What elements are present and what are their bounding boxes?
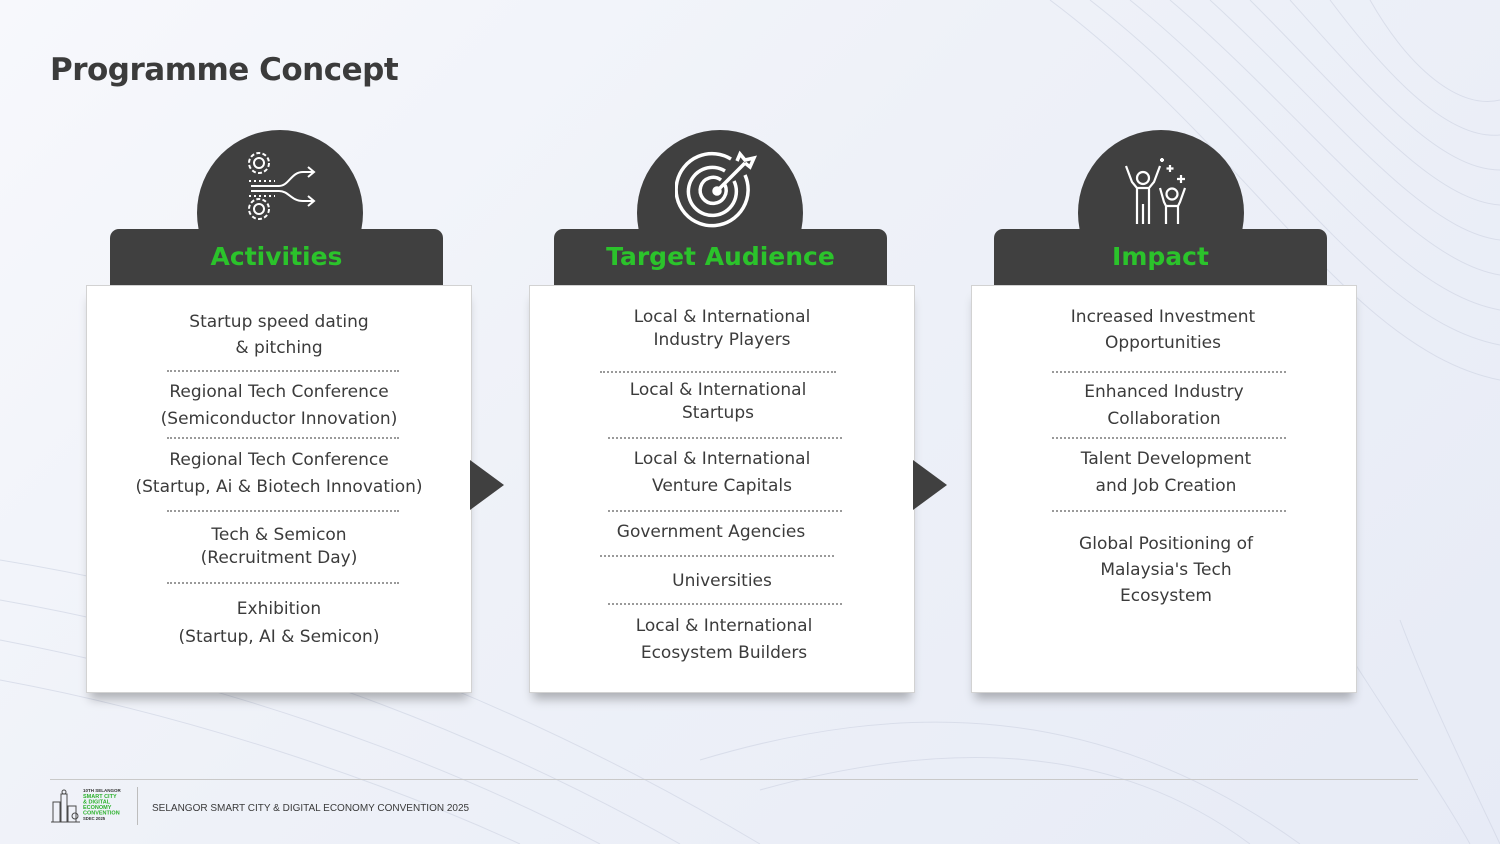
item-line: (Semiconductor Innovation) xyxy=(160,409,398,429)
celebrating-people-icon xyxy=(1124,158,1187,224)
column-heading: Target Audience xyxy=(606,242,835,271)
column-heading: Activities xyxy=(210,242,343,271)
list-item: Talent Development and Job Creation xyxy=(976,446,1356,500)
item-line: Venture Capitals xyxy=(652,476,792,496)
target-audience-column: Target Audience Local & International In… xyxy=(529,0,915,720)
logo-line: ECONOMY xyxy=(83,805,112,811)
impact-column: Impact Increased Investment Opportunitie… xyxy=(971,0,1357,720)
list-item: Government Agencies xyxy=(508,519,914,545)
dotted-separator xyxy=(1052,437,1286,439)
dotted-separator xyxy=(1052,371,1286,373)
list-item: Increased Investment Opportunities xyxy=(970,304,1356,356)
item-line: Startup speed dating xyxy=(189,312,369,332)
item-line: Local & International xyxy=(635,616,813,636)
target-audience-card: Local & International Industry Players L… xyxy=(529,285,915,693)
item-line: Industry Players xyxy=(653,330,791,350)
item-line: Startups xyxy=(682,403,754,423)
target-arrow-icon xyxy=(675,150,758,228)
dotted-separator xyxy=(167,370,399,372)
list-item: Enhanced Industry Collaboration xyxy=(972,379,1356,433)
item-line: Ecosystem xyxy=(1120,586,1212,606)
item-line: Exhibition xyxy=(236,599,322,619)
dotted-separator xyxy=(1052,510,1286,512)
impact-header: Impact xyxy=(994,229,1327,286)
item-line: Universities xyxy=(672,571,772,591)
dotted-separator xyxy=(600,555,834,557)
logo-line: & DIGITAL xyxy=(83,800,111,806)
list-item: Local & International Venture Capitals xyxy=(530,446,914,500)
item-line: & pitching xyxy=(235,338,323,358)
activities-header: Activities xyxy=(110,229,443,286)
dotted-separator xyxy=(608,510,842,512)
list-item: Universities xyxy=(530,568,914,594)
item-line: (Startup, AI & Semicon) xyxy=(178,627,380,647)
activities-column: Activities Startup speed dating & pitchi… xyxy=(86,0,472,720)
item-line: Local & International xyxy=(633,307,811,327)
item-line: Collaboration xyxy=(1107,409,1221,429)
item-line: (Recruitment Day) xyxy=(200,548,358,568)
dotted-separator xyxy=(608,437,842,439)
item-line: Talent Development xyxy=(1080,449,1252,469)
logo-line: SMART CITY xyxy=(83,794,117,800)
dotted-separator xyxy=(167,510,399,512)
item-line: Global Positioning of xyxy=(1079,534,1253,554)
logo-line: CONVENTION xyxy=(83,811,120,817)
list-item: Local & International Startups xyxy=(522,379,914,425)
item-line: Local & International xyxy=(633,449,811,469)
dotted-separator xyxy=(600,371,836,373)
activities-card: Startup speed dating & pitching Regional… xyxy=(86,285,472,693)
item-line: Opportunities xyxy=(1105,333,1221,353)
list-item: Local & International Ecosystem Builders xyxy=(534,613,914,667)
list-item: Regional Tech Conference (Semiconductor … xyxy=(87,379,471,433)
item-line: Government Agencies xyxy=(616,522,806,542)
gears-arrows-icon xyxy=(248,152,316,220)
dotted-separator xyxy=(608,603,842,605)
item-line: Local & International xyxy=(629,380,807,400)
list-item: Exhibition (Startup, AI & Semicon) xyxy=(87,595,471,651)
item-line: and Job Creation xyxy=(1095,476,1237,496)
page-title: Programme Concept xyxy=(50,52,399,88)
list-item: Local & International Industry Players xyxy=(530,306,914,352)
footer-caption: SELANGOR SMART CITY & DIGITAL ECONOMY CO… xyxy=(152,803,470,814)
item-line: Tech & Semicon xyxy=(211,525,347,545)
footer-rule xyxy=(50,779,1418,780)
item-line: (Startup, Ai & Biotech Innovation) xyxy=(135,477,423,497)
item-line: Regional Tech Conference xyxy=(169,382,389,402)
item-line: Malaysia's Tech xyxy=(1100,560,1232,580)
item-line: Regional Tech Conference xyxy=(169,450,389,470)
logo-line: SDEC 2025 xyxy=(83,816,106,821)
sdec-logo: 10TH SELANGOR SMART CITY & DIGITAL ECONO… xyxy=(51,788,122,823)
item-line: Increased Investment xyxy=(1070,307,1256,327)
flow-arrow-right xyxy=(470,460,504,510)
list-item: Startup speed dating & pitching xyxy=(87,309,471,361)
item-line: Enhanced Industry xyxy=(1084,382,1244,402)
dotted-separator xyxy=(167,437,399,439)
dotted-separator xyxy=(167,582,399,584)
item-line: Ecosystem Builders xyxy=(640,643,808,663)
logo-line: 10TH SELANGOR xyxy=(83,788,122,793)
list-item: Regional Tech Conference (Startup, Ai & … xyxy=(87,447,471,501)
column-heading: Impact xyxy=(1112,242,1209,271)
impact-card: Increased Investment Opportunities Enhan… xyxy=(971,285,1357,693)
list-item: Global Positioning of Malaysia's Tech Ec… xyxy=(976,531,1356,609)
flow-arrow-right xyxy=(913,460,947,510)
target-audience-header: Target Audience xyxy=(554,229,887,286)
footer-divider xyxy=(137,787,138,825)
list-item: Tech & Semicon (Recruitment Day) xyxy=(87,524,471,570)
